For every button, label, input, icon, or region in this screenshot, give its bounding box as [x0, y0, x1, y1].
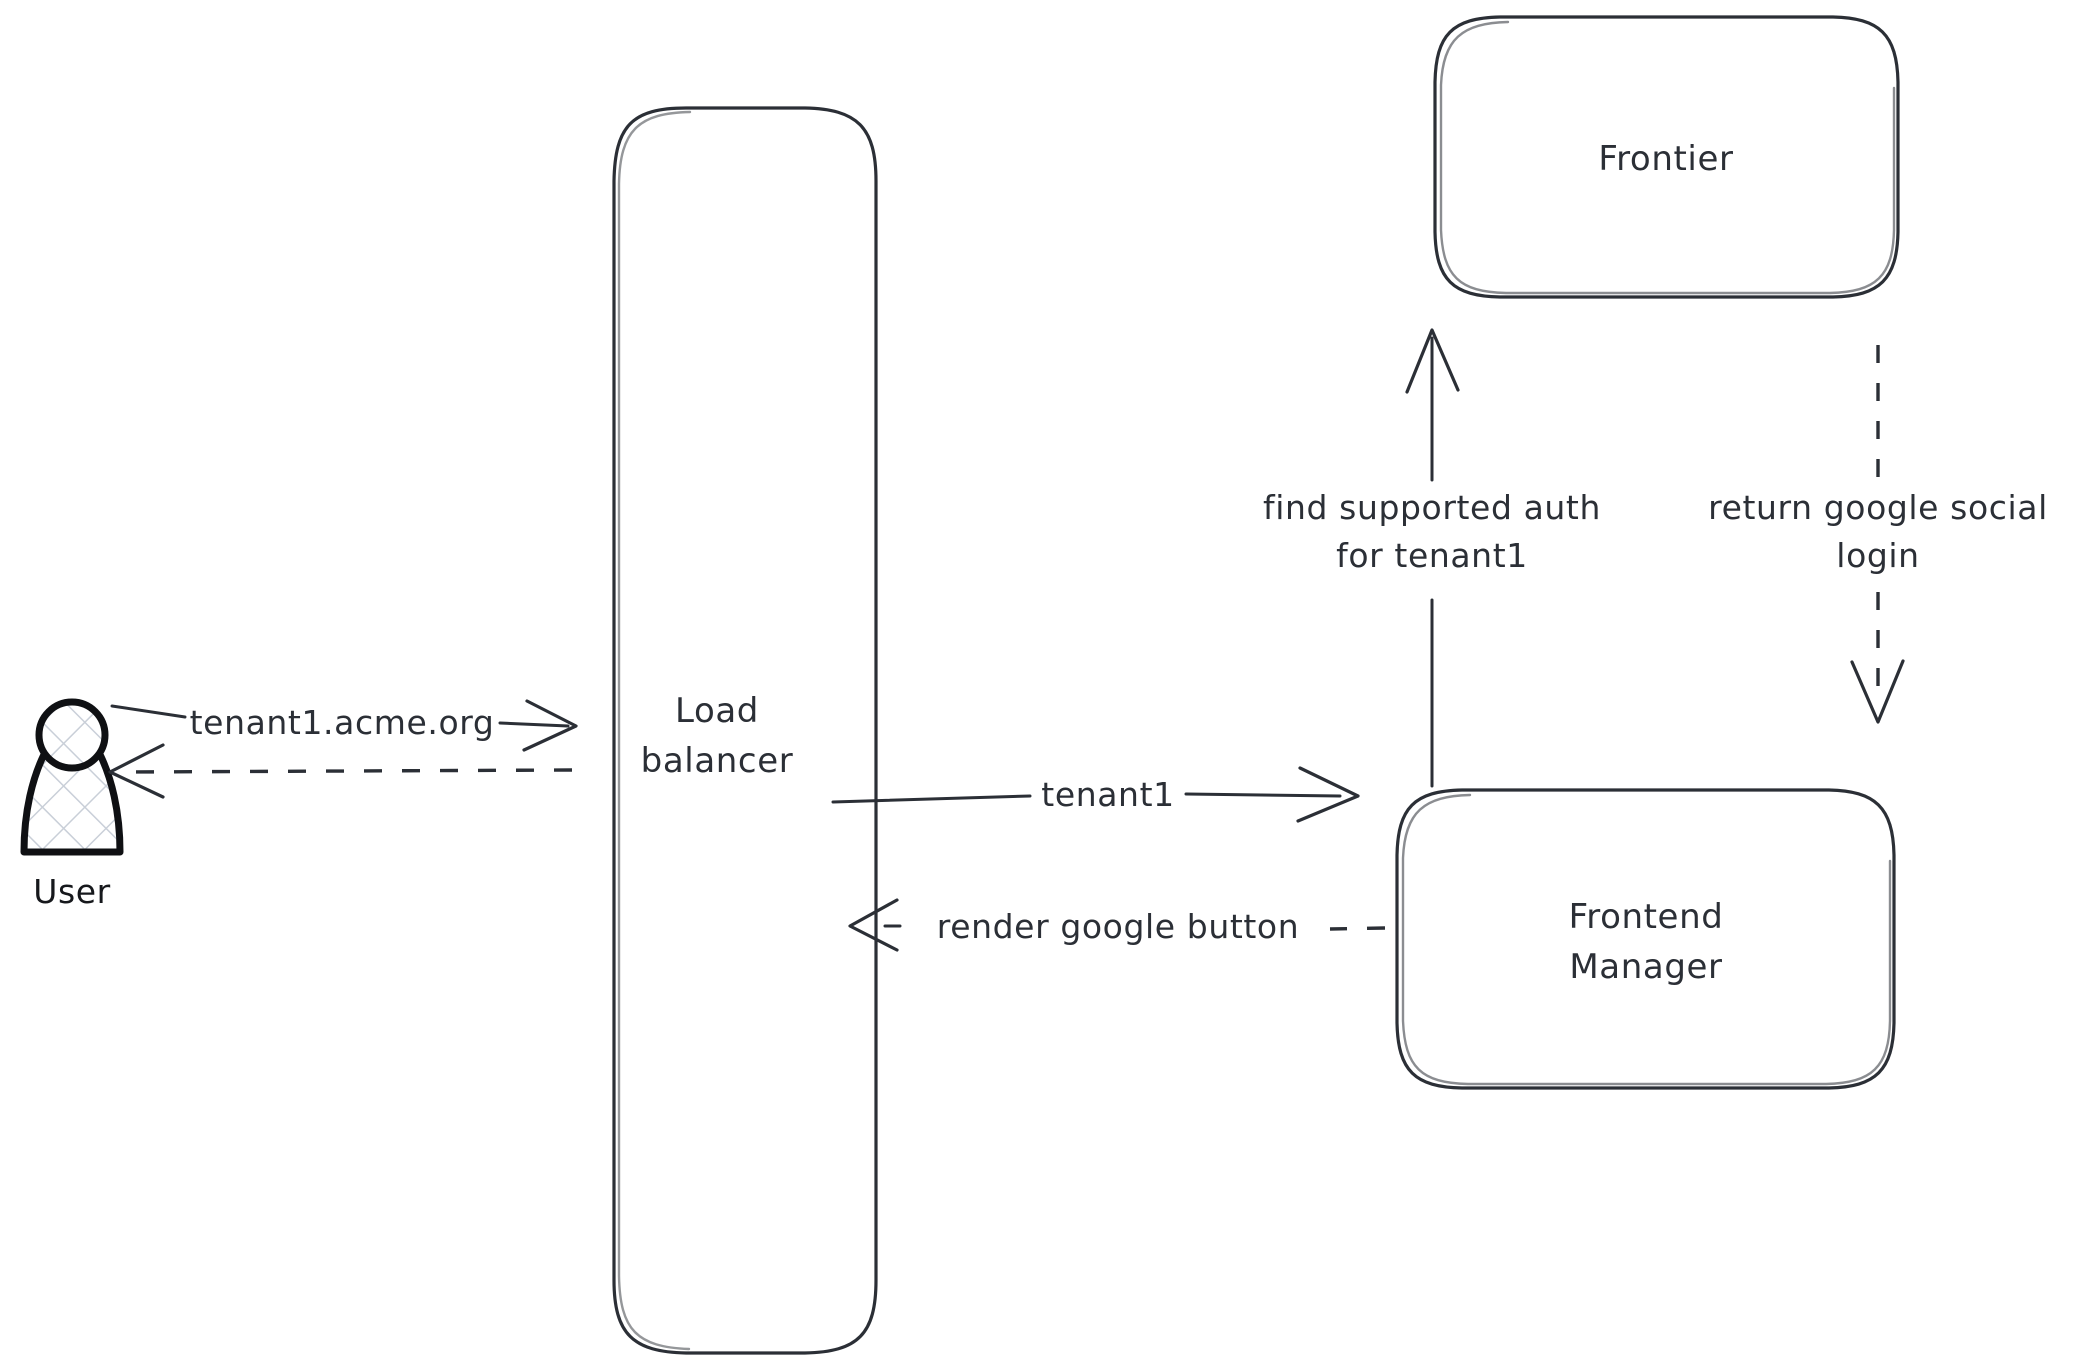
edge-frontier-to-fm-arrowhead: [1850, 659, 1905, 724]
edge-lb-to-user-line: [125, 768, 573, 774]
edge-frontend-manager-to-load-balancer[interactable]: render google button: [848, 898, 1386, 952]
user-head-icon: [35, 698, 109, 772]
frontier-shape: [1433, 15, 1900, 299]
frontend-manager-sketch-accent: [1401, 793, 1892, 1086]
edge-frontend-manager-to-frontier[interactable]: find supported auth for tenant1: [1263, 328, 1601, 788]
edge-lb-to-user-arrowhead: [108, 743, 165, 799]
frontier-label: Frontier: [1598, 139, 1733, 179]
edge-lb-to-fm-arrowhead: [1296, 766, 1360, 823]
edge-fm-to-lb-line-right: [1329, 926, 1386, 931]
edge-load-balancer-to-user[interactable]: [108, 743, 573, 799]
load-balancer-shape: [612, 106, 878, 1355]
edge-fm-to-lb-arrowhead: [848, 898, 899, 952]
user-head-fill: [41, 704, 103, 766]
frontier-sketch-accent: [1439, 20, 1896, 295]
edge-user-to-lb-line-right: [498, 721, 570, 728]
frontend-manager-label-line1: Frontend: [1569, 897, 1724, 937]
node-frontier[interactable]: Frontier: [1433, 15, 1900, 299]
node-frontend-manager[interactable]: Frontend Manager: [1395, 788, 1896, 1090]
edge-frontier-to-fm-label-line2: login: [1836, 536, 1919, 575]
edge-lb-to-fm-line-left: [831, 794, 1032, 804]
edge-fm-to-lb-label: render google button: [937, 907, 1299, 946]
edge-user-to-load-balancer[interactable]: tenant1.acme.org: [110, 699, 578, 752]
node-load-balancer[interactable]: Load balancer: [612, 106, 878, 1355]
actor-user[interactable]: User: [20, 698, 124, 911]
edge-fm-to-frontier-arrowhead: [1405, 328, 1460, 394]
edge-lb-to-fm-line-right: [1184, 792, 1342, 798]
edge-fm-to-frontier-label-line2: for tenant1: [1336, 536, 1528, 575]
edge-lb-to-fm-label: tenant1: [1041, 775, 1174, 814]
edge-user-to-lb-label: tenant1.acme.org: [190, 703, 495, 742]
load-balancer-label-line1: Load: [675, 691, 759, 731]
load-balancer-sketch-accent: [617, 110, 692, 1351]
edge-fm-to-frontier-label-line1: find supported auth: [1263, 488, 1601, 527]
edge-load-balancer-to-frontend-manager[interactable]: tenant1: [831, 766, 1360, 823]
frontend-manager-shape: [1395, 788, 1896, 1090]
user-label: User: [33, 872, 111, 911]
edge-user-to-lb-arrowhead: [522, 699, 578, 752]
frontend-manager-label-line2: Manager: [1569, 947, 1722, 987]
edge-frontier-to-frontend-manager[interactable]: return google social login: [1708, 345, 2048, 724]
edge-frontier-to-fm-label-line1: return google social: [1708, 488, 2048, 527]
load-balancer-label-line2: balancer: [641, 741, 794, 781]
edge-user-to-lb-line-left: [110, 704, 187, 719]
